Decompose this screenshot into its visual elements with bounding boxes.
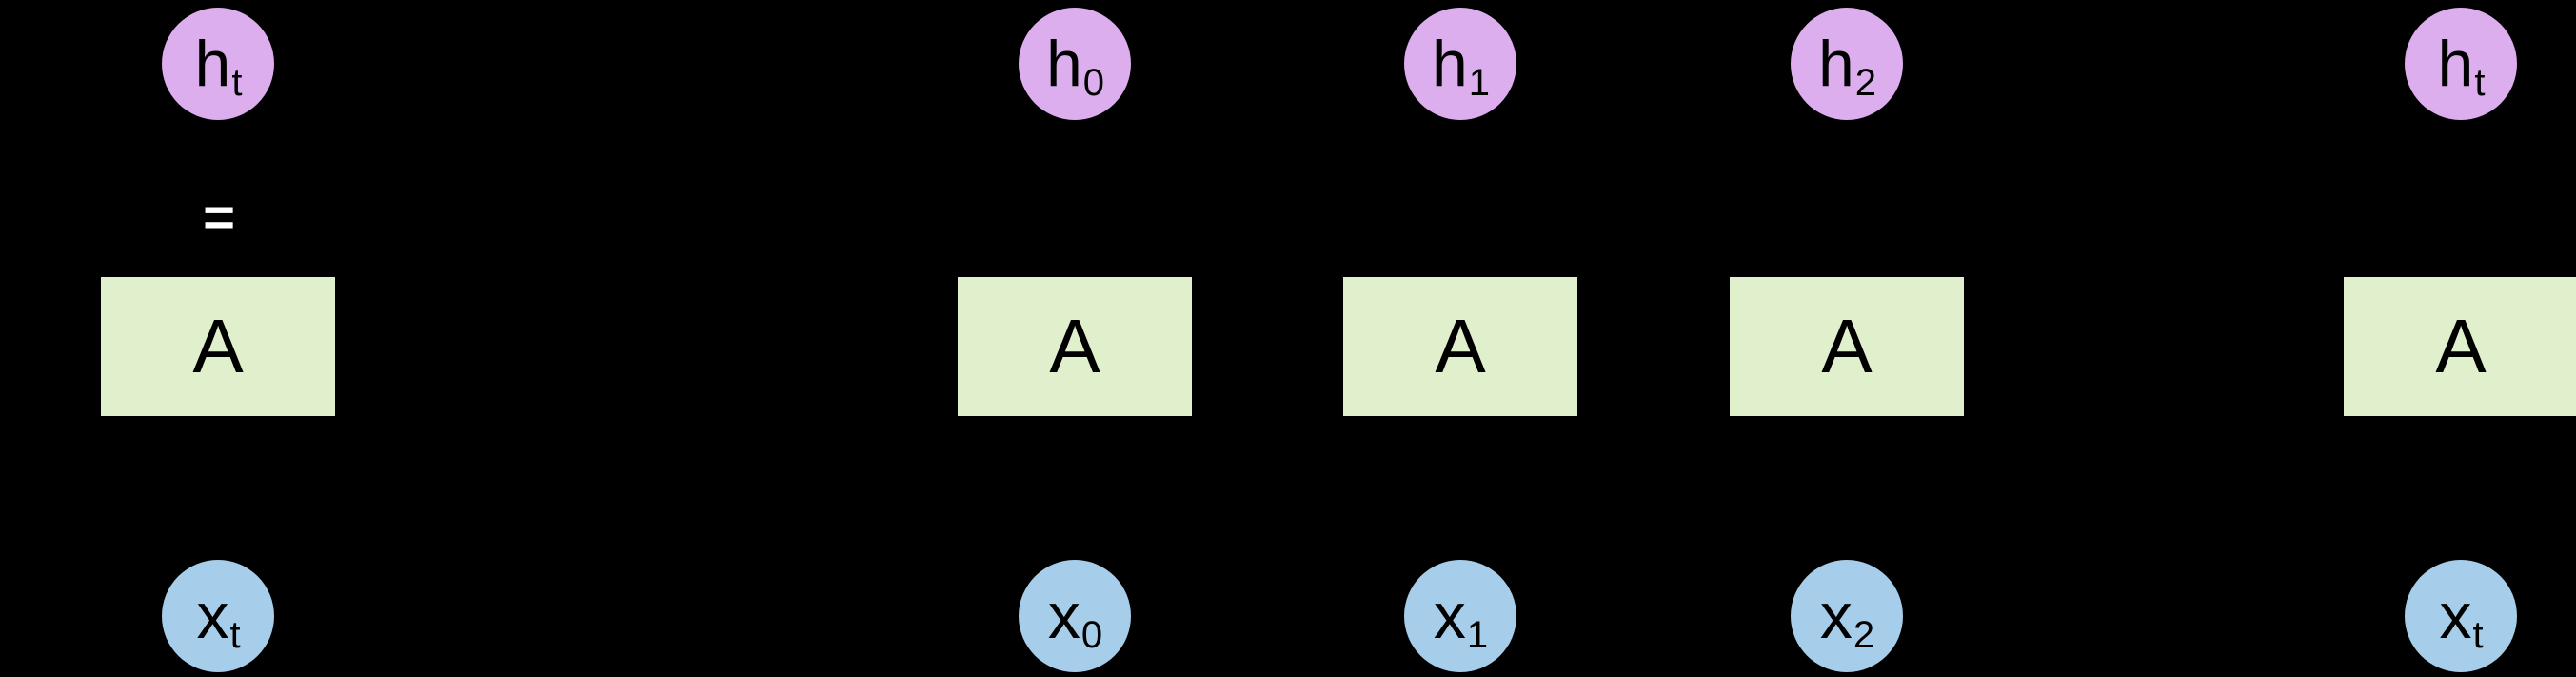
input-label-xt: xt bbox=[196, 580, 241, 656]
edge-cell-to-hidden bbox=[1072, 120, 1078, 278]
ellipsis-right: ... bbox=[2125, 324, 2197, 388]
edge-cell-to-hidden bbox=[215, 120, 221, 278]
input-node-x1: x1 bbox=[1404, 560, 1516, 672]
hidden-state-label-h1: h1 bbox=[1431, 28, 1491, 104]
edge-input-to-cell bbox=[1072, 416, 1078, 561]
input-label-x0: x0 bbox=[1047, 580, 1103, 656]
hidden-state-node-ht-unrolled: ht bbox=[2405, 8, 2517, 120]
input-node-x2: x2 bbox=[1791, 560, 1903, 672]
input-node-x0: x0 bbox=[1019, 560, 1131, 672]
rnn-cell-label: A bbox=[2435, 304, 2487, 388]
input-node-xt-unrolled: xt bbox=[2405, 560, 2517, 672]
hidden-state-label-ht-unrolled: ht bbox=[2437, 28, 2486, 104]
rnn-cell-label: A bbox=[1821, 304, 1873, 388]
hidden-state-node-ht: ht bbox=[162, 8, 274, 120]
hidden-state-node-h2: h2 bbox=[1791, 8, 1903, 120]
edge-input-to-cell bbox=[2458, 416, 2464, 561]
edge-cell-to-hidden bbox=[1457, 120, 1463, 278]
hidden-state-node-h0: h0 bbox=[1019, 8, 1131, 120]
rnn-cell-box-rolled: A bbox=[101, 277, 335, 416]
rnn-cell-box-step-2: A bbox=[1730, 277, 1964, 416]
rnn-cell-box-step-1: A bbox=[1343, 277, 1577, 416]
edge-cell-to-hidden bbox=[2458, 120, 2464, 278]
rnn-cell-label: A bbox=[1435, 304, 1486, 388]
input-label-xt-unrolled: xt bbox=[2439, 580, 2484, 656]
hidden-state-node-h1: h1 bbox=[1404, 8, 1516, 120]
equals-sign: = bbox=[203, 187, 235, 249]
rnn-cell-box-step-0: A bbox=[958, 277, 1192, 416]
ellipsis-left: ... bbox=[754, 324, 826, 388]
hidden-state-label-ht: ht bbox=[194, 28, 243, 104]
edge-recurrent-1-to-2 bbox=[1577, 345, 1732, 349]
edge-input-to-cell bbox=[1457, 416, 1463, 561]
rnn-cell-label: A bbox=[1049, 304, 1100, 388]
edge-recurrent-0-to-1 bbox=[1192, 345, 1345, 349]
hidden-state-label-h0: h0 bbox=[1045, 28, 1105, 104]
input-node-xt: xt bbox=[162, 560, 274, 672]
rnn-cell-label: A bbox=[192, 304, 244, 388]
edge-cell-to-hidden bbox=[1844, 120, 1850, 278]
hidden-state-label-h2: h2 bbox=[1817, 28, 1877, 104]
input-label-x1: x1 bbox=[1433, 580, 1489, 656]
edge-input-to-cell bbox=[1844, 416, 1850, 561]
input-label-x2: x2 bbox=[1819, 580, 1875, 656]
rnn-cell-box-step-t: A bbox=[2344, 277, 2576, 416]
edge-input-to-cell bbox=[215, 416, 221, 561]
